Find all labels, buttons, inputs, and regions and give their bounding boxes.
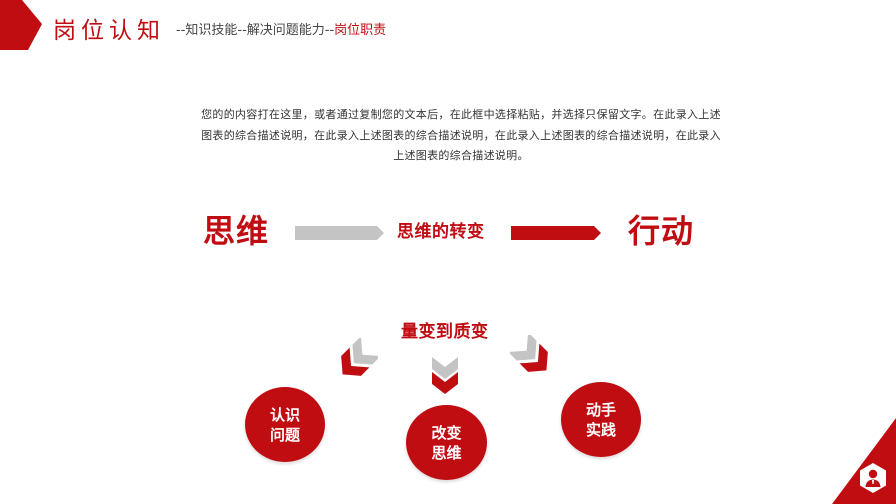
circle-label-line1: 认识 [269, 405, 300, 424]
circle-label-line1: 改变 [431, 423, 462, 442]
corner-pentagon-decoration [0, 0, 42, 50]
quality-title: 量变到质变 [401, 322, 489, 342]
circle-label-line1: 动手 [585, 400, 616, 419]
chevron-down-left-icon [341, 338, 378, 376]
person-hexagon-icon [860, 463, 886, 493]
circle-change-thinking: 改变 思维 [406, 405, 487, 480]
description-text: 您的的内容打在这里，或者通过复制您的文本后，在此框中选择粘贴，并选择只保留文字。… [201, 108, 721, 162]
circle-hands-on-practice: 动手 实践 [561, 382, 641, 457]
breadcrumb-current: 岗位职责 [334, 23, 387, 38]
gray-arrow-icon [295, 226, 384, 240]
chevron-down-right-icon [510, 335, 548, 372]
breadcrumb: --知识技能--解决问题能力--岗位职责 [176, 21, 386, 41]
circle-label-line2: 问题 [269, 425, 300, 444]
circle-recognize-problem: 认识 问题 [245, 387, 325, 462]
circle-label-line2: 实践 [585, 420, 616, 439]
circle-label-line2: 思维 [431, 443, 462, 462]
chevron-down-icon [432, 357, 458, 394]
flow-start-label: 思维 [203, 212, 270, 250]
page-title: 岗位认知 [53, 18, 165, 44]
breadcrumb-path: --知识技能--解决问题能力-- [176, 23, 335, 38]
flow-middle-label: 思维的转变 [397, 222, 485, 242]
red-arrow-icon [511, 226, 601, 240]
flow-end-label: 行动 [628, 212, 695, 250]
